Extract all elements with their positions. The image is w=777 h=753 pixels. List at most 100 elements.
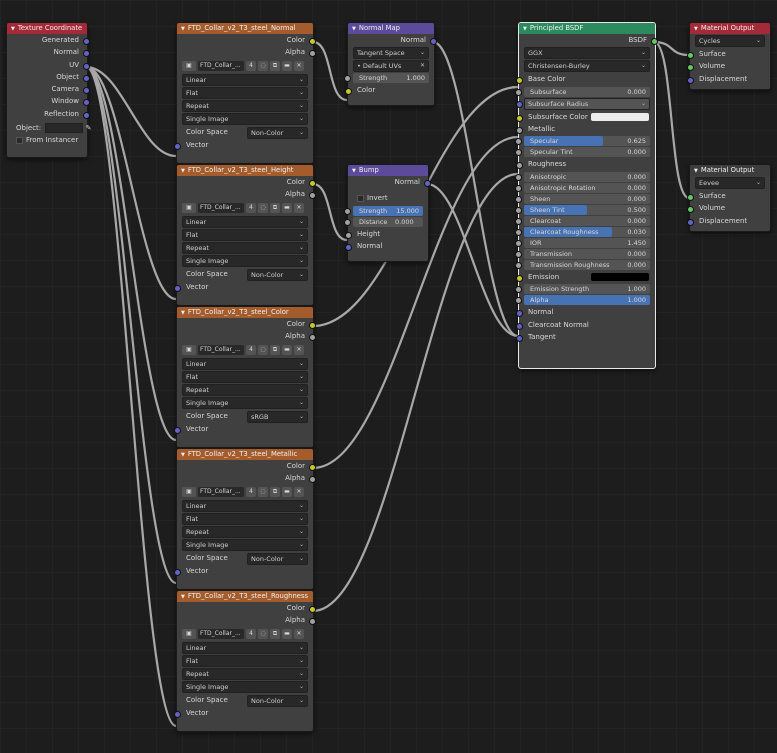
subsurface-color-swatch[interactable]	[591, 112, 649, 121]
color-output-socket[interactable]	[309, 38, 316, 45]
alpha-output-socket[interactable]	[309, 192, 316, 200]
fake-user-icon[interactable]: ◌	[258, 202, 268, 213]
vector-socket[interactable]	[174, 284, 181, 292]
uv-map-field[interactable]: • Default UVs✕	[353, 60, 429, 73]
sheen-tint-socket[interactable]	[515, 206, 522, 214]
normal-input[interactable]: Normal	[516, 306, 655, 318]
output-socket[interactable]	[83, 38, 90, 45]
alpha-output-socket[interactable]	[309, 50, 316, 58]
target-dropdown[interactable]: Cycles⌄	[695, 35, 765, 47]
bsdf-output[interactable]: BSDF	[519, 34, 658, 46]
close-icon[interactable]: ✕	[294, 628, 304, 639]
output-socket[interactable]	[83, 87, 90, 95]
color-space-dropdown[interactable]: Non-Color⌄	[247, 268, 308, 281]
emission-input[interactable]: Emission	[516, 271, 655, 283]
projection-dropdown[interactable]: Flat⌄	[182, 228, 308, 241]
extension-dropdown[interactable]: Repeat⌄	[182, 99, 308, 112]
node-header[interactable]: ▼FTD_Collar_v2_T3_steel_Metallic	[177, 449, 313, 460]
alpha-output[interactable]: Alpha	[177, 188, 316, 200]
node-header[interactable]: ▼Bump	[348, 165, 428, 176]
node-header[interactable]: ▼FTD_Collar_v2_T3_steel_Normal	[177, 23, 313, 34]
extension-dropdown[interactable]: Repeat⌄	[182, 383, 308, 396]
image-datablock[interactable]: ▣FTD_Collar_...4◌⧉▬✕	[182, 60, 308, 73]
tangent-socket[interactable]	[516, 335, 523, 343]
surface-input[interactable]: Surface	[687, 48, 770, 60]
transmission-roughness-socket[interactable]	[515, 261, 522, 269]
duplicate-icon[interactable]: ⧉	[270, 202, 280, 213]
color-output-socket[interactable]	[309, 464, 316, 471]
material-output-eevee-node[interactable]: ▼Material Output Eevee⌄ Surface Volume D…	[687, 164, 771, 232]
projection-dropdown[interactable]: Flat⌄	[182, 370, 308, 383]
close-icon[interactable]: ✕	[419, 62, 425, 70]
vector-input[interactable]: Vector	[174, 565, 313, 577]
emission-strength-socket[interactable]	[515, 286, 522, 294]
target-dropdown[interactable]: Eevee⌄	[695, 177, 765, 189]
surface-socket[interactable]	[687, 52, 694, 59]
normal-map-node[interactable]: ▼Normal Map Normal Tangent Space⌄ • Defa…	[344, 22, 437, 106]
vector-socket[interactable]	[174, 426, 181, 434]
interpolation-dropdown[interactable]: Linear⌄	[182, 73, 308, 86]
output-normal[interactable]: Normal	[7, 46, 90, 58]
interpolation-dropdown[interactable]: Linear⌄	[182, 499, 308, 512]
color-space-dropdown[interactable]: Non-Color⌄	[247, 694, 308, 707]
subsurface-radius-socket[interactable]	[516, 100, 523, 108]
eyedropper-icon[interactable]: ✎	[85, 124, 92, 133]
distance-socket[interactable]	[344, 218, 351, 226]
projection-dropdown[interactable]: Flat⌄	[182, 654, 308, 667]
color-output-socket[interactable]	[309, 180, 316, 187]
output-uv[interactable]: UV	[7, 59, 90, 71]
fake-user-icon[interactable]: ◌	[258, 628, 268, 639]
output-socket[interactable]	[83, 50, 90, 58]
specular-tint-socket[interactable]	[515, 149, 522, 157]
subsurface-color-socket[interactable]	[516, 114, 523, 122]
extension-dropdown[interactable]: Repeat⌄	[182, 525, 308, 538]
volume-input[interactable]: Volume	[687, 60, 770, 72]
duplicate-icon[interactable]: ⧉	[270, 344, 280, 355]
transmission-socket[interactable]	[515, 250, 522, 258]
strength-socket[interactable]	[344, 75, 351, 83]
vector-socket[interactable]	[174, 142, 181, 150]
close-icon[interactable]: ✕	[294, 202, 304, 213]
color-output[interactable]: Color	[177, 318, 316, 330]
distribution-dropdown[interactable]: GGX⌄	[524, 47, 650, 60]
strength-socket[interactable]	[344, 207, 351, 215]
ior-socket[interactable]	[515, 239, 522, 247]
image-name-field[interactable]: FTD_Collar_...	[198, 202, 244, 213]
node-header[interactable]: ▼Texture Coordinate	[7, 23, 87, 34]
fake-user-icon[interactable]: ◌	[258, 486, 268, 497]
metallic-input[interactable]: Metallic	[516, 123, 655, 135]
output-socket[interactable]	[83, 99, 90, 107]
base-color-socket[interactable]	[516, 77, 523, 85]
height-input[interactable]: Height	[345, 228, 428, 240]
image-datablock[interactable]: ▣FTD_Collar_...4◌⧉▬✕	[182, 628, 308, 641]
height-socket[interactable]	[345, 231, 352, 239]
image-browse-icon[interactable]: ▣	[182, 628, 196, 639]
source-dropdown[interactable]: Single Image⌄	[182, 396, 308, 409]
image-datablock[interactable]: ▣FTD_Collar_...4◌⧉▬✕	[182, 344, 308, 357]
normal-input-socket[interactable]	[345, 243, 352, 251]
alpha-output-socket[interactable]	[309, 476, 316, 484]
output-socket[interactable]	[83, 62, 90, 70]
output-reflection[interactable]: Reflection	[7, 108, 90, 120]
normal-output-socket[interactable]	[424, 180, 431, 187]
color-input-socket[interactable]	[345, 88, 352, 96]
invert-row[interactable]: Invert	[348, 192, 428, 204]
image-name-field[interactable]: FTD_Collar_...	[198, 344, 244, 355]
volume-socket[interactable]	[687, 64, 694, 72]
node-header[interactable]: ▼FTD_Collar_v2_T3_steel_Roughness	[177, 591, 313, 602]
emission-socket[interactable]	[516, 274, 523, 282]
tangent-input[interactable]: Tangent	[516, 331, 655, 343]
user-count[interactable]: 4	[246, 202, 256, 213]
